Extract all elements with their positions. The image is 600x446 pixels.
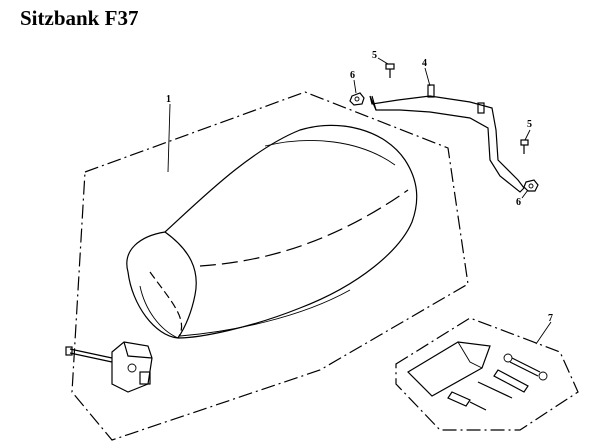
callout-leader-nut-right xyxy=(521,189,529,199)
callout-leader-bolt-top xyxy=(377,57,389,65)
toolkit-part[interactable] xyxy=(407,341,548,411)
seat-group-boundary xyxy=(71,91,469,441)
callout-leader-bolt-right xyxy=(524,129,531,141)
seat-part[interactable] xyxy=(126,124,418,339)
callout-nut-left: 6 xyxy=(350,70,355,81)
bracket-part[interactable] xyxy=(369,84,525,193)
seat-lock-part[interactable] xyxy=(65,341,153,393)
bolt-right-part[interactable] xyxy=(520,139,529,154)
callout-bracket: 4 xyxy=(422,58,427,69)
callout-nut-right: 6 xyxy=(516,197,521,208)
callout-seat: 1 xyxy=(166,94,171,105)
nut-right-part[interactable] xyxy=(523,179,539,192)
nut-left-part[interactable] xyxy=(349,92,365,106)
callout-leader-nut-left xyxy=(353,79,357,94)
callout-leader-bracket xyxy=(424,67,431,87)
callout-leader-toolkit xyxy=(535,321,552,345)
bolt-top-part[interactable] xyxy=(385,63,395,78)
toolkit-boundary xyxy=(395,317,579,431)
callout-leader-seat xyxy=(167,103,171,173)
page-title: Sitzbank F37 xyxy=(20,6,139,30)
callout-toolkit: 7 xyxy=(548,313,553,324)
callout-bolt-top: 5 xyxy=(372,50,377,61)
callout-bolt-right: 5 xyxy=(527,119,532,130)
